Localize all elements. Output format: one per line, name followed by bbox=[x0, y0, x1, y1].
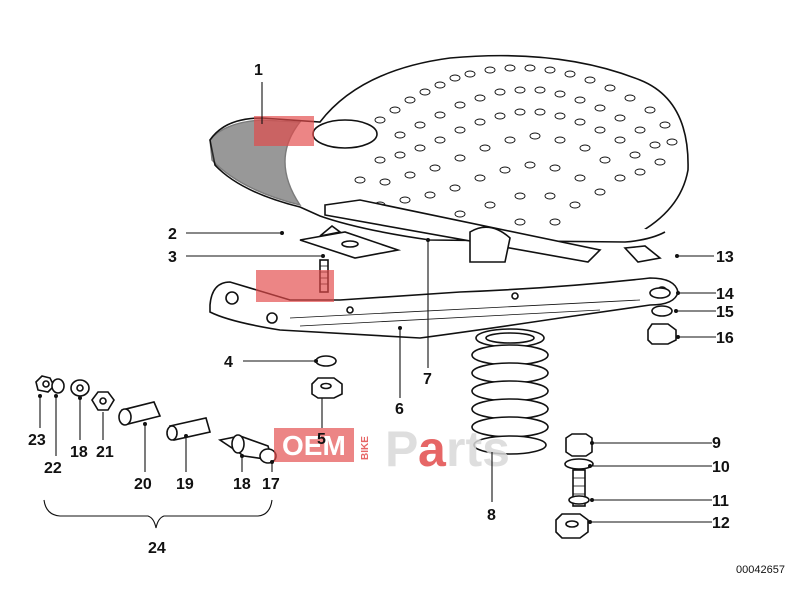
label-24: 24 bbox=[148, 540, 166, 557]
group-bracket-24 bbox=[43, 499, 273, 529]
seat-base-plate bbox=[324, 199, 602, 263]
watermark-oem-text: OEM bbox=[282, 430, 346, 461]
label-13: 13 bbox=[716, 249, 734, 266]
watermark-a-text: a bbox=[418, 421, 447, 477]
label-8: 8 bbox=[487, 507, 496, 524]
label-3: 3 bbox=[168, 249, 177, 266]
label-19: 19 bbox=[176, 476, 194, 493]
label-18b: 18 bbox=[233, 476, 251, 493]
label-15: 15 bbox=[716, 304, 734, 321]
watermark-p-text: P bbox=[385, 421, 418, 477]
label-5: 5 bbox=[317, 431, 326, 448]
label-23: 23 bbox=[28, 432, 46, 449]
bracket-part bbox=[299, 224, 402, 259]
label-16: 16 bbox=[716, 330, 734, 347]
bolt-assembly bbox=[555, 433, 594, 539]
label-22: 22 bbox=[44, 460, 62, 477]
coil-spring-part bbox=[471, 328, 549, 455]
label-18a: 18 bbox=[70, 444, 88, 461]
label-21: 21 bbox=[96, 444, 114, 461]
label-17: 17 bbox=[262, 476, 280, 493]
clip-13 bbox=[623, 245, 662, 263]
watermark-bike-text: BIKE bbox=[360, 436, 371, 460]
watermark-rts-text: rts bbox=[446, 421, 510, 477]
label-6: 6 bbox=[395, 401, 404, 418]
label-10: 10 bbox=[712, 459, 730, 476]
label-9: 9 bbox=[712, 435, 721, 452]
label-7: 7 bbox=[423, 371, 432, 388]
seat-part bbox=[209, 54, 689, 243]
lock-washer-15 bbox=[651, 305, 673, 317]
watermark: OEM BIKE P a rts bbox=[254, 116, 510, 477]
label-11: 11 bbox=[712, 493, 729, 510]
label-1: 1 bbox=[254, 62, 263, 79]
left-hardware bbox=[35, 375, 277, 464]
reference-numbers: 1 2 3 4 5 6 7 8 9 10 11 12 13 14 15 16 1… bbox=[28, 62, 734, 557]
nut-16 bbox=[647, 323, 677, 345]
washer-14 bbox=[649, 287, 671, 299]
leader-lines bbox=[38, 82, 716, 524]
label-12: 12 bbox=[712, 515, 730, 532]
label-20: 20 bbox=[134, 476, 152, 493]
label-4: 4 bbox=[224, 354, 233, 371]
diagram-code: 00042657 bbox=[736, 564, 785, 576]
label-2: 2 bbox=[168, 226, 177, 243]
seat-texture bbox=[354, 64, 678, 226]
right-hardware bbox=[623, 245, 677, 345]
label-14: 14 bbox=[716, 286, 734, 303]
